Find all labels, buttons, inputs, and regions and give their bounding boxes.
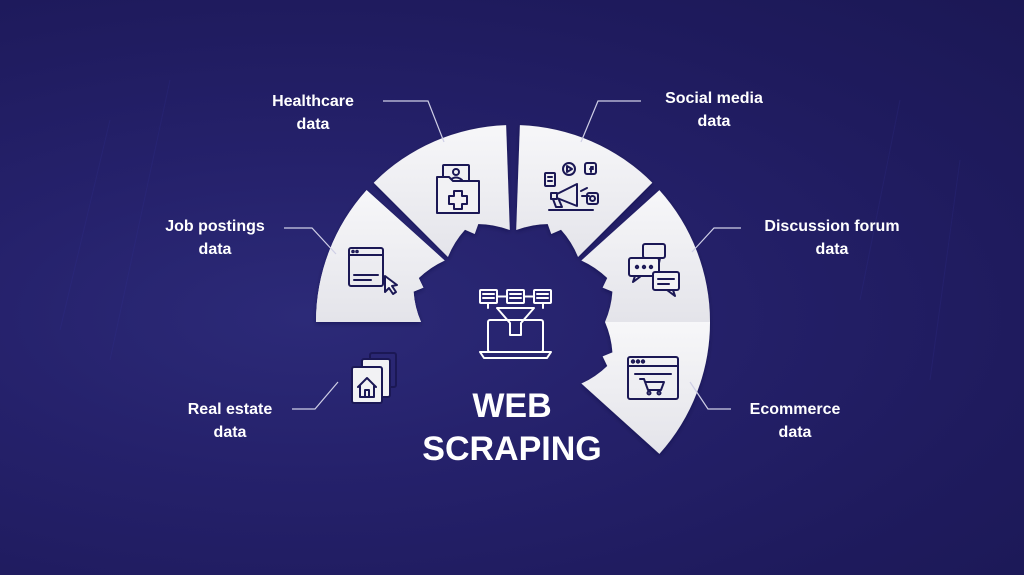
label-job-postings: Job postings data: [165, 218, 265, 258]
label-social-media: Social media data: [665, 90, 763, 130]
leader-lines: [284, 100, 741, 410]
leader-line-ecommerce: [689, 381, 731, 410]
job-posting-icon: [348, 247, 398, 295]
segment-ecommerce: [581, 322, 710, 454]
label-real-estate: Real estate data: [187, 401, 273, 441]
healthcare-folder-icon: [436, 164, 480, 214]
leader-line-real-estate: [292, 381, 339, 410]
segment-real-estate: [316, 190, 445, 322]
chat-bubbles-icon: [628, 243, 680, 297]
web-scraping-funnel-laptop-icon: [479, 289, 552, 359]
label-healthcare: Healthcare data: [272, 93, 354, 133]
diagram-title-line-1: WEB: [472, 387, 551, 425]
segment-icons: [348, 162, 680, 404]
segment-social-media: [516, 125, 653, 257]
leader-line-job-postings: [284, 227, 337, 255]
background-decoration: [59, 79, 961, 381]
label-discussion-forum: Discussion forum data: [764, 218, 900, 258]
leader-line-social-media: [580, 100, 641, 143]
leader-line-healthcare: [383, 100, 445, 143]
real-estate-house-icon: [351, 352, 397, 404]
leader-line-discussion-forum: [691, 227, 741, 253]
shopping-cart-browser-icon: [627, 356, 679, 400]
diagram-title-line-2: SCRAPING: [422, 430, 601, 468]
label-ecommerce: Ecommerce data: [749, 401, 841, 441]
social-media-megaphone-icon: [544, 162, 599, 211]
